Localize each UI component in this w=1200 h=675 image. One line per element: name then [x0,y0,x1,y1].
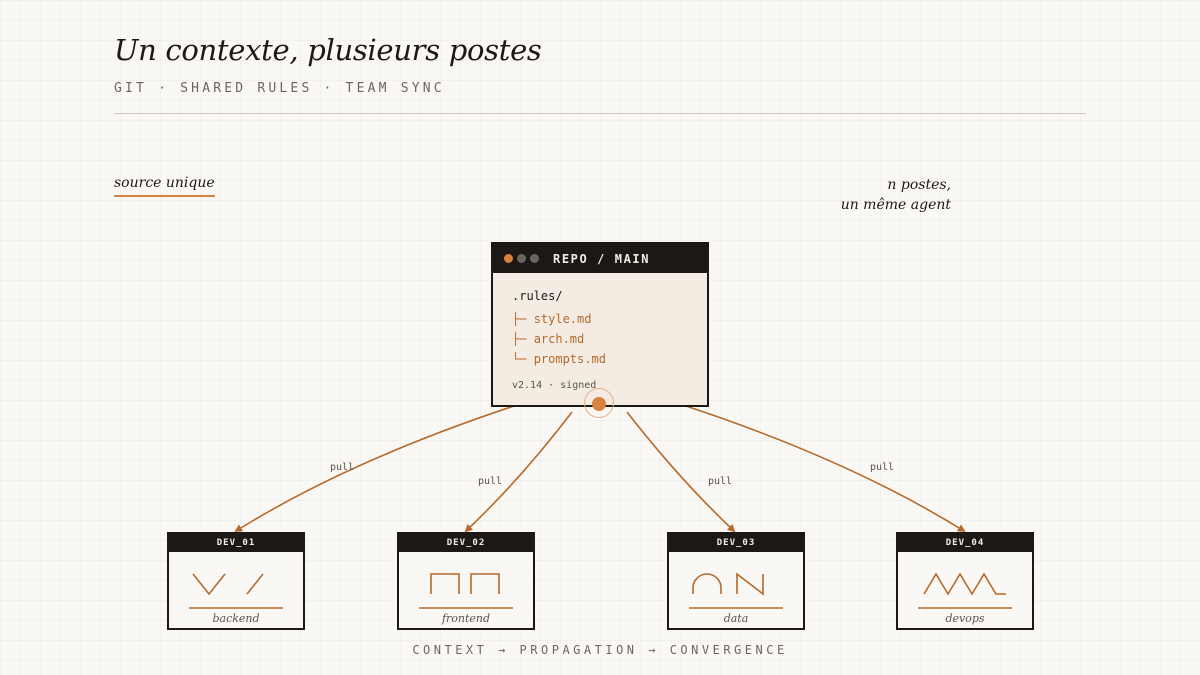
dev-02-role: frontend [441,612,491,625]
window-dot-orange-icon [504,254,513,263]
repo-body: .rules/ ├─ style.md ├─ arch.md └─ prompt… [493,273,707,369]
tree-end-icon: └─ [512,352,527,366]
devops-glyph-icon [918,572,1012,609]
rules-directory: .rules/ [512,289,563,303]
pull-label-dev01: pull [330,462,355,473]
postes-label-line2: un même agent [840,197,951,213]
dev-04-title: DEV_04 [898,534,1032,552]
file-entry: └─ prompts.md [512,349,707,369]
window-dot-grey-icon [530,254,539,263]
dev-02-window: DEV_02 frontend [397,532,535,630]
postes-label: n postes, un même agent [841,175,951,215]
dev-02-title: DEV_02 [399,534,533,552]
page-subtitle: GIT · SHARED RULES · TEAM SYNC [114,81,445,96]
dev-03-title: DEV_03 [669,534,803,552]
dev-03-window: DEV_03 data [667,532,805,630]
dev-04-role: devops [945,612,985,625]
repo-titlebar: REPO / MAIN [493,244,707,273]
postes-label-line1: n postes, [887,177,951,193]
footer-caption: CONTEXT → PROPAGATION → CONVERGENCE [412,643,788,657]
tree-branch-icon: ├─ [512,312,527,326]
source-node-ring-icon [584,388,614,418]
connection-dev04 [682,404,966,533]
page-title: Un contexte, plusieurs postes [114,33,542,67]
repo-title: REPO / MAIN [553,251,651,266]
connection-dev01 [234,404,518,533]
source-label: source unique [114,175,215,197]
tree-branch-icon: ├─ [512,332,527,346]
header-divider [114,113,1086,114]
pull-label-dev04: pull [870,462,895,473]
file-entry: ├─ style.md [512,309,707,329]
source-label-text: source unique [114,175,215,191]
dev-03-role: data [723,612,749,625]
dev-01-title: DEV_01 [169,534,303,552]
source-label-underline [114,195,215,197]
repo-version: v2.14 · signed [512,380,597,391]
dev-04-window: DEV_04 devops [896,532,1034,630]
file-name: prompts.md [533,352,606,366]
pull-label-dev03: pull [708,476,733,487]
file-name: style.md [533,312,592,326]
window-dot-grey-icon [517,254,526,263]
file-name: arch.md [533,332,585,346]
connection-dev03 [626,411,736,533]
source-node-icon [592,397,606,411]
connection-dev02 [464,411,573,533]
repo-window: REPO / MAIN .rules/ ├─ style.md ├─ arch.… [491,242,709,407]
dev-01-window: DEV_01 backend [167,532,305,630]
data-glyph-icon [689,572,783,609]
pull-label-dev02: pull [478,476,503,487]
frontend-glyph-icon [419,573,513,609]
dev-01-role: backend [212,612,260,625]
backend-glyph-icon [189,573,283,609]
file-entry: ├─ arch.md [512,329,707,349]
